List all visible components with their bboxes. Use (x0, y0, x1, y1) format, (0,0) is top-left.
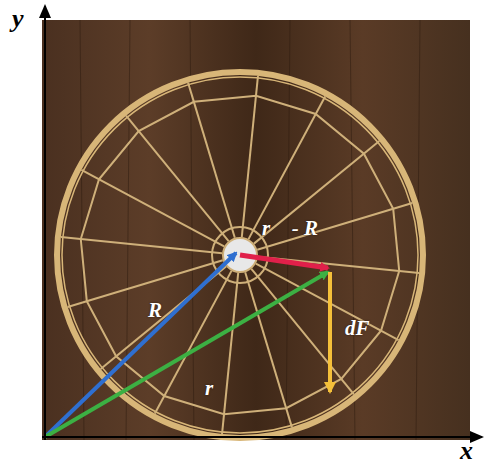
axis-label: y (12, 6, 24, 32)
vector-label: r⃗ (205, 378, 230, 399)
inner-ring (81, 96, 399, 414)
vector-label: R⃗ (148, 300, 178, 321)
vector-label: dF⃗ (345, 318, 386, 339)
vector-label: r⃗ - R⃗ (262, 218, 334, 239)
wheel-spoke (257, 203, 412, 250)
wheel-spoke (254, 141, 379, 244)
wheel-spoke (126, 116, 229, 241)
wheel-spoke (61, 237, 222, 253)
wheel-spoke (222, 273, 238, 434)
wheel-spoke (188, 83, 235, 238)
wheel-spoke (242, 76, 258, 237)
axis-label: x (460, 438, 473, 464)
wheel-spoke (68, 260, 223, 307)
